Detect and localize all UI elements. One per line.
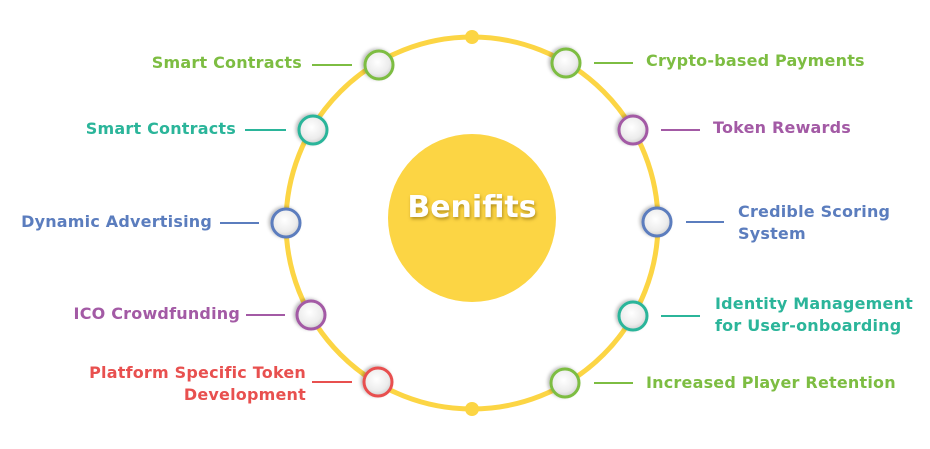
node-4	[295, 299, 327, 331]
connector-layer	[220, 62, 724, 384]
node-circle-10	[549, 367, 581, 399]
benefit-label-line: Smart Contracts	[151, 53, 302, 72]
node-2	[297, 114, 329, 146]
node-circle-1	[363, 49, 395, 81]
node-circle-8	[641, 206, 673, 238]
node-5	[362, 366, 394, 398]
ring-top-dot	[465, 30, 479, 44]
node-circle-6	[550, 47, 582, 79]
node-circle-7	[617, 114, 649, 146]
benefit-label-7: Token Rewards	[713, 117, 851, 139]
node-circle-9	[617, 300, 649, 332]
node-circle-3	[270, 207, 302, 239]
node-circle-5	[362, 366, 394, 398]
benefit-label-line: Platform Specific Token	[89, 363, 306, 382]
node-8	[641, 206, 673, 238]
benefit-label-line: Token Rewards	[713, 118, 852, 137]
node-6	[550, 47, 582, 79]
node-layer	[270, 47, 673, 399]
node-10	[549, 367, 581, 399]
benefit-label-line: Credible Scoring	[738, 202, 891, 221]
ring-bottom-dot	[465, 402, 479, 416]
benefit-label-line: System	[738, 224, 806, 243]
benefit-label-line: ICO Crowdfunding	[73, 304, 240, 323]
benefit-label-line: for User-onboarding	[715, 316, 902, 335]
node-9	[617, 300, 649, 332]
benefit-label-line: Identity Management	[715, 294, 914, 313]
node-circle-2	[297, 114, 329, 146]
benefit-label-10: Increased Player Retention	[646, 372, 896, 394]
node-7	[617, 114, 649, 146]
benefit-label-9: Identity Management for User-onboarding	[715, 293, 913, 337]
benefit-label-3: Dynamic Advertising	[21, 211, 212, 233]
benefit-label-1: Smart Contracts	[152, 52, 302, 74]
benefit-label-line: Crypto-based Payments	[646, 51, 865, 70]
node-circle-4	[295, 299, 327, 331]
center-circle	[388, 134, 556, 302]
node-1	[363, 49, 395, 81]
benefit-label-line: Increased Player Retention	[646, 373, 896, 392]
center-title: Benifits	[407, 190, 537, 225]
benefit-label-4: ICO Crowdfunding	[74, 303, 240, 325]
node-3	[270, 207, 302, 239]
benefit-label-2: Smart Contracts	[86, 118, 236, 140]
benefit-label-6: Crypto-based Payments	[646, 50, 865, 72]
benefit-label-line: Dynamic Advertising	[21, 212, 212, 231]
benefit-label-line: Development	[183, 385, 306, 404]
benefit-label-line: Smart Contracts	[85, 119, 236, 138]
